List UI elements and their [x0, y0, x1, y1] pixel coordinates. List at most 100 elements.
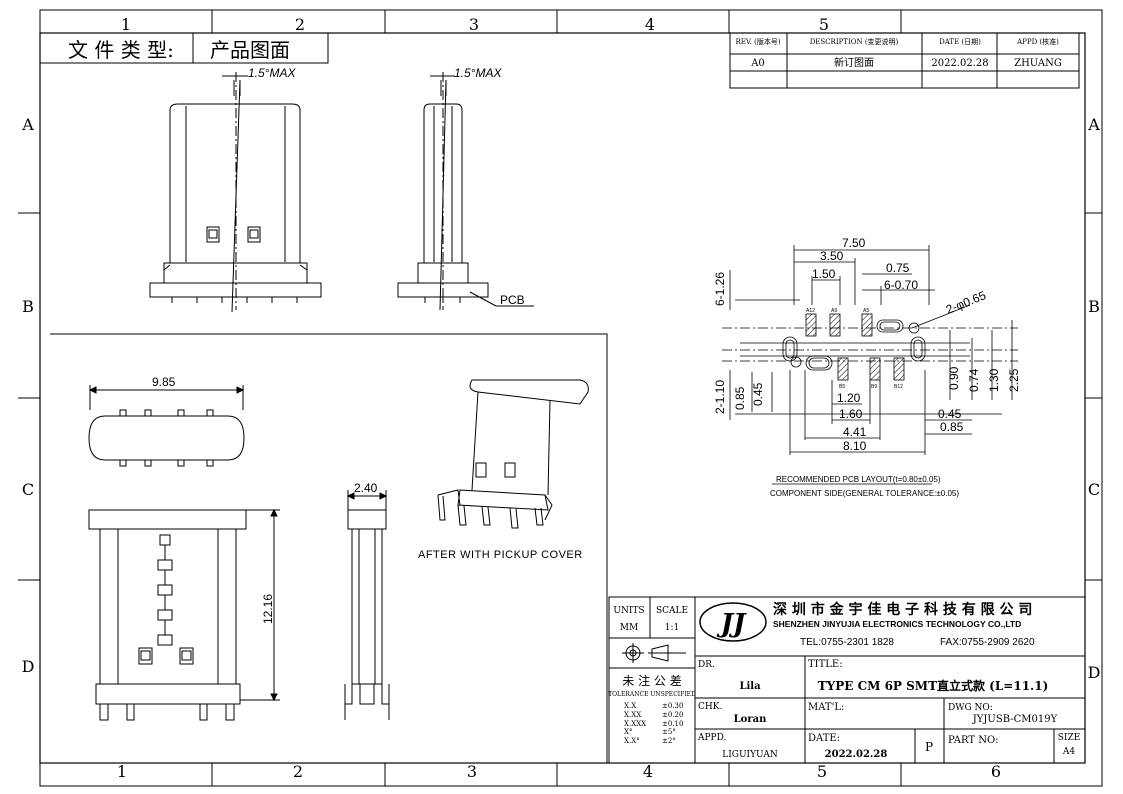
dim-3-50: 3.50: [820, 249, 844, 263]
approved-by-label: APPD.: [697, 733, 727, 743]
rev-header-date: DATE (日期): [939, 38, 981, 46]
dwg-no-label: DWG NO:: [948, 703, 993, 713]
side-view: [397, 72, 534, 311]
grid-col-label-top-2: 2: [295, 15, 305, 34]
pin-label-b5: B5: [839, 384, 845, 390]
grid-col-label-1: 1: [117, 762, 127, 781]
pin-label-b9: B9: [871, 384, 877, 390]
height-dim: 12.16: [261, 594, 275, 624]
company-tel: TEL:0755-2301 1828: [800, 637, 894, 648]
material-label: MAT'L:: [808, 702, 844, 713]
rev-cell-description: 新订图面: [834, 56, 874, 69]
part-no-label: PART NO:: [948, 735, 999, 746]
company-logo: [699, 602, 767, 642]
date-value: 2022.02.28: [825, 749, 888, 760]
front-view: [149, 72, 322, 313]
tolerance-key-4: X.X°: [624, 737, 640, 745]
dim-7-50: 7.50: [842, 236, 866, 250]
grid-row-label-a: A: [21, 115, 34, 134]
grid-row-label-d: D: [22, 657, 35, 676]
tolerance-val-0: ±0.30: [662, 702, 683, 710]
file-type-header: 文 件 类 型: 产品图面: [39, 32, 329, 64]
tolerance-val-1: ±0.20: [662, 711, 683, 719]
grid-col-label-top-5: 5: [819, 15, 829, 34]
tolerance-val-4: ±2°: [662, 737, 676, 745]
front-view-max-angle: 1.5°MAX: [248, 66, 296, 80]
grid-row-label-c: C: [22, 480, 34, 499]
size-value: A4: [1062, 747, 1075, 757]
grid-row-label-b: B: [22, 297, 34, 316]
pcb-caption-component-side: COMPONENT SIDE(GENERAL TOLERANCE:±0.05): [770, 489, 959, 498]
scale-value: 1:1: [665, 623, 679, 633]
grid-col-label-4: 4: [643, 762, 653, 781]
company-name-en: SHENZHEN JINYUJIA ELECTRONICS TECHNOLOGY…: [773, 619, 1021, 629]
sheet-frame: [18, 9, 1103, 787]
dim-0-75: 0.75: [886, 261, 910, 275]
pickup-caption: AFTER WITH PICKUP COVER: [418, 549, 583, 561]
tolerance-key-3: X°: [624, 728, 632, 736]
file-type-value: 产品图面: [210, 38, 290, 62]
dim-0-85: 0.85: [733, 386, 747, 410]
rev-header-rev: REV. (版本号): [735, 37, 780, 46]
dwg-no-value: JYJUSB-CM019Y: [972, 714, 1058, 725]
title-block: [608, 596, 1086, 764]
revision-table: REV. (版本号) DESCRIPTION (变更说明) DATE (日期) …: [729, 32, 1080, 89]
grid-row-label-b-right: B: [1088, 297, 1100, 316]
dim-2-25: 2.25: [1007, 368, 1021, 392]
pin-label-a12: A12: [806, 308, 815, 314]
grid-col-label-6: 6: [991, 762, 1001, 781]
tolerance-en: TOLERANCE UNSPECIFIED: [608, 691, 696, 698]
pin-label-a9: A9: [831, 308, 837, 314]
dim-1-50: 1.50: [812, 267, 836, 281]
units-value: MM: [620, 623, 638, 633]
dim-8-10: 8.10: [843, 439, 867, 453]
rev-cell-appd: ZHUANG: [1014, 58, 1062, 69]
company-name-cn: 深 圳 市 金 宇 佳 电 子 科 技 有 限 公 司: [773, 601, 1032, 618]
tolerance-cn: 未 注 公 差: [622, 673, 681, 688]
pin-label-b12: B12: [894, 384, 903, 390]
top-width-dim: 9.85: [152, 375, 176, 389]
checked-by-value: Loran: [734, 714, 767, 725]
dim-1-60: 1.60: [839, 407, 863, 421]
dim-0-45-right: 0.45: [938, 407, 962, 421]
title-label: TITLE:: [808, 659, 843, 670]
dim-4-41: 4.41: [843, 425, 867, 439]
rev-header-description: DESCRIPTION (变更说明): [810, 37, 899, 46]
rev-cell-date: 2022.02.28: [931, 58, 988, 69]
dim-6-1-26: 6-1.26: [713, 272, 727, 306]
dim-0-45: 0.45: [751, 382, 765, 406]
grid-row-label-d-right: D: [1088, 663, 1101, 682]
dim-0-90: 0.90: [947, 366, 961, 390]
grid-row-label-c-right: C: [1088, 480, 1100, 499]
grid-col-label-top-1: 1: [121, 15, 131, 34]
pcb-layout-drawing: [722, 245, 1018, 485]
tolerance-val-3: ±5°: [662, 728, 676, 736]
dim-0-74: 0.74: [967, 368, 981, 392]
grid-col-label-2: 2: [293, 762, 303, 781]
dim-0-85-right: 0.85: [940, 420, 964, 434]
dim-1-30: 1.30: [987, 368, 1001, 392]
company-fax: FAX:0755-2909 2620: [940, 637, 1035, 648]
dim-6-0-70: 6-0.70: [884, 278, 918, 292]
grid-col-label-top-4: 4: [645, 15, 655, 34]
lower-views-panel: [50, 333, 608, 763]
dim-1-20: 1.20: [837, 391, 861, 405]
units-label: UNITS: [613, 606, 644, 616]
tolerance-key-2: X.XXX: [624, 720, 646, 728]
tolerance-val-2: ±0.10: [662, 720, 683, 728]
drawn-by-label: DR.: [698, 660, 715, 670]
tolerance-key-0: X.X: [624, 702, 636, 710]
grid-col-label-5: 5: [817, 762, 827, 781]
scale-label: SCALE: [656, 606, 688, 616]
side-view-max-angle: 1.5°MAX: [454, 66, 502, 80]
pcb-caption-recommended: RECOMMENDED PCB LAYOUT(t=0.80±0.05): [776, 475, 941, 484]
grid-row-label-a-right: A: [1087, 115, 1100, 134]
pin-label-a5: A5: [863, 308, 869, 314]
dim-2-1-10: 2-1.10: [713, 380, 727, 414]
tolerance-key-1: X.XX: [624, 711, 641, 719]
page-mark: P: [925, 740, 933, 754]
dim-2-phi-0-65: 2-φ0.65: [944, 288, 988, 317]
pcb-label: PCB: [500, 293, 525, 307]
rev-cell-rev: A0: [750, 58, 765, 69]
